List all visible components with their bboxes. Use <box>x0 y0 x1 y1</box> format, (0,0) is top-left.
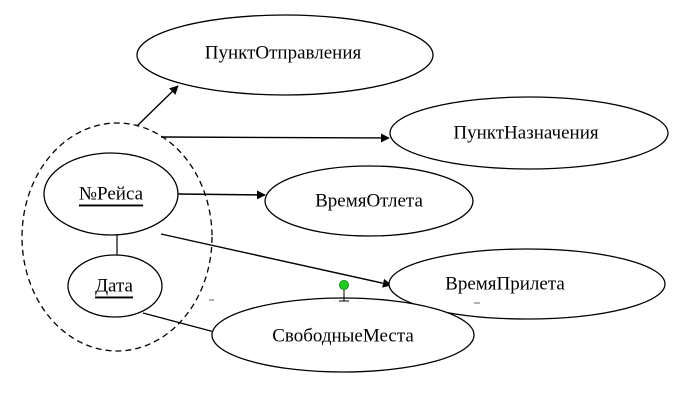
arrow-flightno-to-arrtime <box>160 233 392 288</box>
attribute-node-free-seats[interactable]: СвободныеМеста <box>211 297 475 373</box>
rotation-handle-dot[interactable] <box>339 280 349 290</box>
key-label-flight-no: №Рейса <box>79 184 144 205</box>
attribute-label-dep-time: ВремяОтлета <box>315 191 423 212</box>
attribute-node-arr-time[interactable]: ВремяПрилета <box>388 248 666 320</box>
attribute-label-arr-time: ВремяПрилета <box>445 274 565 295</box>
attribute-node-dep-time[interactable]: ВремяОтлета <box>264 165 474 237</box>
key-node-date[interactable]: Дата <box>67 254 163 318</box>
attribute-node-departure[interactable]: ПунктОтправления <box>136 14 434 96</box>
arrows-layer <box>136 85 392 337</box>
attribute-label-free-seats: СвободныеМеста <box>272 326 414 347</box>
attribute-label-destination: ПунктНазначения <box>453 123 598 144</box>
arrow-keygroup-to-destination <box>160 133 390 143</box>
key-node-flight-no[interactable]: №Рейса <box>43 152 179 236</box>
key-label-date: Дата <box>95 276 133 297</box>
rotation-handle[interactable] <box>339 280 349 302</box>
key-group-boundary <box>21 122 213 352</box>
arrow-keygroup-to-departure <box>136 85 179 127</box>
arrow-flightno-to-deptime <box>177 190 266 200</box>
attribute-label-departure: ПунктОтправления <box>205 43 362 64</box>
attribute-node-destination[interactable]: ПунктНазначения <box>389 96 669 170</box>
arrow-date-to-freeseats <box>142 312 223 337</box>
